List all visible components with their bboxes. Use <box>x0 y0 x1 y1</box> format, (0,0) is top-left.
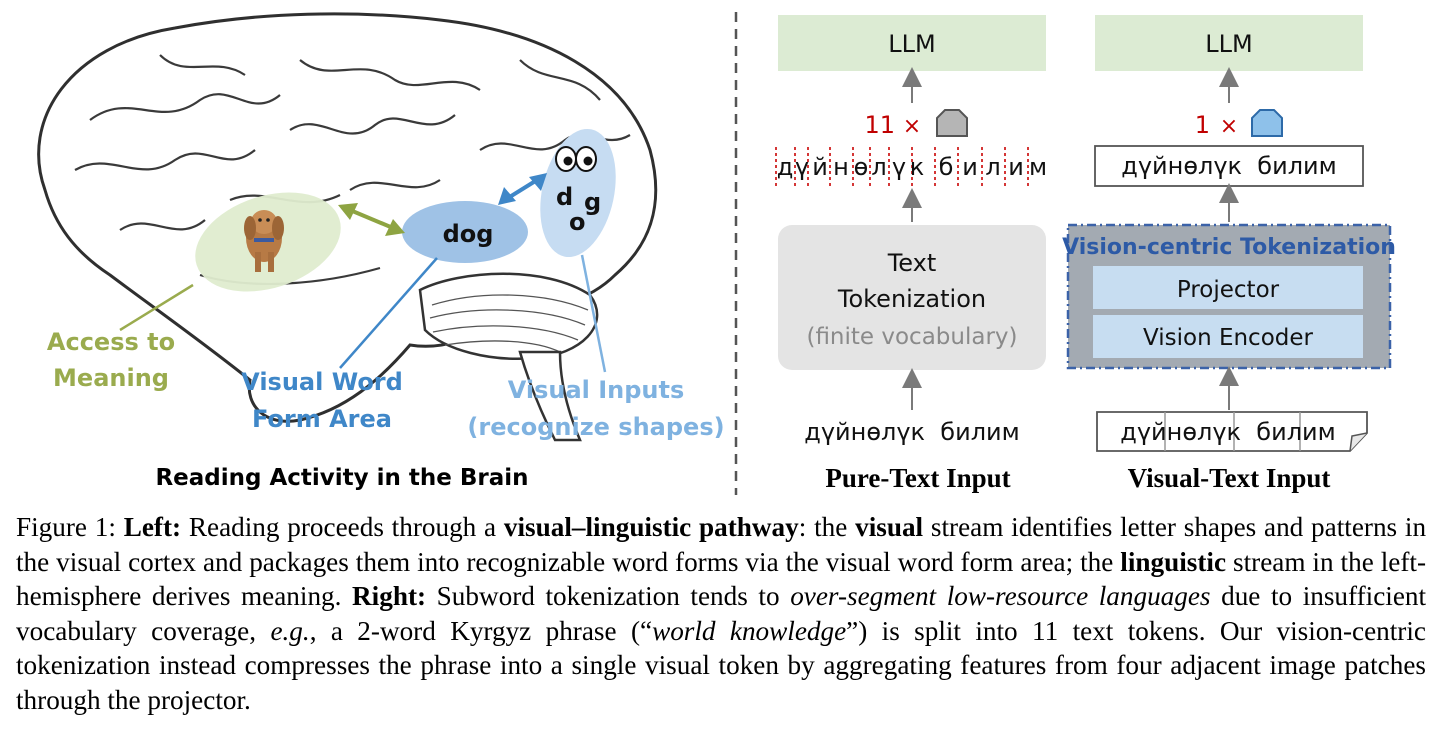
seg-char-12: л <box>985 153 1000 181</box>
visual-token-count: 1 <box>1195 111 1210 139</box>
meaning-vwfa-arrow <box>338 203 405 236</box>
projector-box <box>1093 266 1363 309</box>
seg-char-3: й <box>812 153 828 181</box>
meaning-label-1: Access to <box>47 328 175 356</box>
letter-d: d <box>556 183 573 211</box>
tokenizer-note: (finite vocabulary) <box>806 324 1017 350</box>
cerebellum <box>418 272 599 360</box>
visual-text-panel-label: Visual-Text Input <box>1128 463 1331 493</box>
seg-char-11: и <box>962 153 978 181</box>
vwfa-visual-arrow <box>498 173 547 205</box>
caption-right-label: Right: <box>352 581 427 612</box>
seg-char-7: ү <box>892 153 906 181</box>
vision-encoder-box <box>1093 315 1363 358</box>
visual-times: × <box>1220 114 1238 139</box>
seg-char-4: н <box>833 153 849 181</box>
brainstem <box>518 350 582 442</box>
eyes-icon <box>555 146 597 172</box>
segmented-text: д ү й н ө л ү к б и л и м <box>775 147 1047 186</box>
tokenizer-title-1: Text <box>887 249 937 277</box>
seg-char-6: л <box>871 153 886 181</box>
text-token-icon <box>936 109 968 137</box>
seg-char-13: и <box>1008 153 1024 181</box>
visual-inputs-label-2: (recognize shapes) <box>467 413 724 441</box>
pure-llm-label: LLM <box>888 30 935 58</box>
seg-char-1: д <box>777 153 794 181</box>
seg-char-14: м <box>1029 153 1047 181</box>
pure-input-text: дүйнөлүк билим <box>804 418 1020 446</box>
vwfa-label-2: Form Area <box>252 405 392 433</box>
visual-llm-label: LLM <box>1205 30 1252 58</box>
meaning-label-2: Meaning <box>53 364 169 392</box>
visual-input-text: дүйнөлүк билим <box>1120 418 1336 446</box>
seg-char-10: б <box>939 153 954 181</box>
visual-inputs-label-1: Visual Inputs <box>508 376 685 404</box>
seg-char-8: к <box>910 153 925 181</box>
visual-token-icon <box>1251 109 1283 137</box>
pure-llm-box <box>778 15 1046 71</box>
vwfa-region <box>402 201 528 263</box>
visual-inputs-pointer <box>580 254 607 373</box>
pure-times: × <box>903 114 921 139</box>
left-panel-title: Reading Activity in the Brain <box>155 465 528 491</box>
letter-g: g <box>584 188 601 216</box>
visual-phrase: дүйнөлүк билим <box>1121 152 1337 180</box>
dog-photo-icon <box>244 210 284 272</box>
visual-phrase-box <box>1094 145 1364 187</box>
vision-encoder-label: Vision Encoder <box>1143 325 1314 351</box>
figure-caption: Figure 1: Left: Reading proceeds through… <box>16 512 1427 715</box>
caption-figure-number: Figure 1: <box>16 512 116 542</box>
pure-text-panel-label: Pure-Text Input <box>825 463 1010 493</box>
text-tokenization-box <box>778 225 1046 370</box>
tokenizer-title-2: Tokenization <box>837 285 986 313</box>
figure-1: dog d o g Access to Meaning Visual Word … <box>37 12 1396 495</box>
meaning-pointer <box>119 283 194 332</box>
caption-left-label: Left: <box>123 512 182 542</box>
vwfa-word: dog <box>443 220 494 248</box>
brain-illustration <box>37 12 658 442</box>
visual-llm-box <box>1095 15 1363 71</box>
seg-char-5: ө <box>854 153 869 181</box>
seg-char-2: ү <box>795 153 809 181</box>
projector-label: Projector <box>1177 277 1280 303</box>
vwfa-label-1: Visual Word <box>241 368 403 396</box>
vwfa-pointer <box>339 257 438 369</box>
vision-tokenization-title: Vision-centric Tokenization <box>1062 235 1396 260</box>
pure-token-count: 11 <box>864 111 895 139</box>
letter-o: o <box>569 208 586 236</box>
